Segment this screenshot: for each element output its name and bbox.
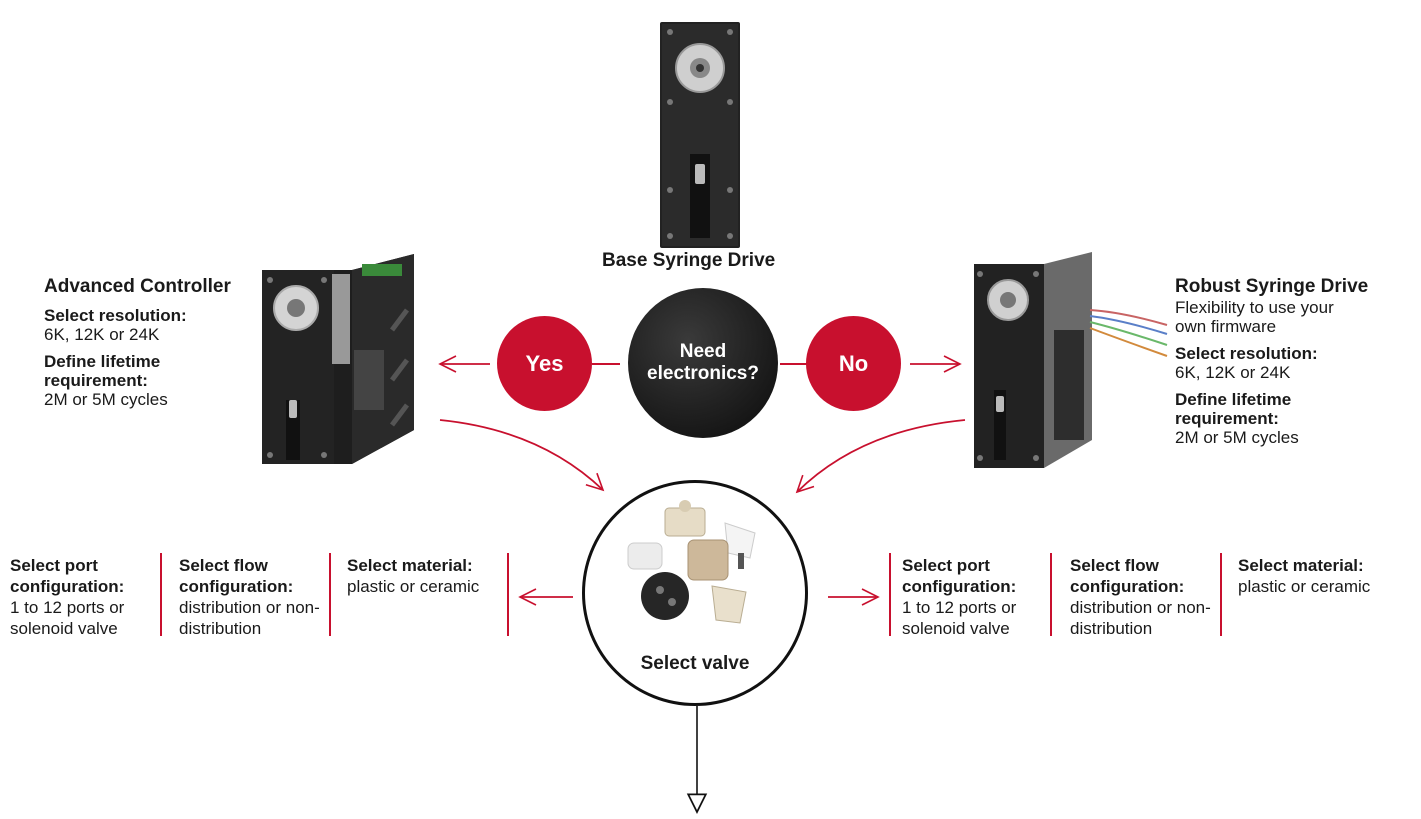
option-value: distribution or non-distribution — [1070, 598, 1211, 638]
robust-intro: Flexibility to use your own firmware — [1175, 298, 1334, 336]
question-label: Need electronics? — [647, 341, 759, 384]
option-value: distribution or non-distribution — [179, 598, 320, 638]
spec-value: 2M or 5M cycles — [44, 390, 168, 409]
spec-heading: Select resolution: — [1175, 344, 1318, 363]
option-heading: Select flow configuration: — [1070, 556, 1185, 596]
yes-label: Yes — [525, 350, 564, 376]
spec-heading: Define lifetime requirement: — [44, 352, 161, 390]
right-option-port: Select port configuration: 1 to 12 ports… — [902, 555, 1048, 639]
valve-label: Select valve — [640, 653, 750, 674]
option-value: plastic or ceramic — [1238, 577, 1371, 596]
option-heading: Select material: — [1238, 556, 1364, 575]
no-circle: No — [806, 316, 901, 411]
spec-heading: Define lifetime requirement: — [1175, 390, 1292, 428]
option-heading: Select flow configuration: — [179, 556, 294, 596]
option-value: 1 to 12 ports or solenoid valve — [10, 598, 125, 638]
valves-photo — [627, 500, 756, 624]
spec-value: 6K, 12K or 24K — [44, 325, 160, 344]
question-circle: Need electronics? — [628, 288, 778, 438]
no-label: No — [838, 350, 869, 376]
right-curve-arrow — [795, 419, 966, 494]
option-heading: Select material: — [347, 556, 473, 575]
option-value: plastic or ceramic — [347, 577, 480, 596]
option-value: 1 to 12 ports or solenoid valve — [902, 598, 1017, 638]
left-option-material: Select material: plastic or ceramic — [347, 555, 507, 597]
spec-heading: Select resolution: — [44, 306, 187, 325]
advanced-controller-info: Advanced Controller Select resolution: 6… — [44, 276, 254, 409]
left-option-flow: Select flow configuration: distribution … — [179, 555, 325, 639]
left-curve-arrow — [439, 419, 605, 492]
advanced-controller-photo — [262, 254, 414, 464]
option-heading: Select port configuration: — [902, 556, 1017, 596]
advanced-controller-title: Advanced Controller — [44, 276, 231, 297]
robust-syringe-drive-title: Robust Syringe Drive — [1175, 276, 1369, 297]
base-syringe-drive-title: Base Syringe Drive — [602, 250, 776, 271]
robust-syringe-drive-info: Robust Syringe Drive Flexibility to use … — [1175, 276, 1385, 447]
option-heading: Select port configuration: — [10, 556, 125, 596]
left-option-port: Select port configuration: 1 to 12 ports… — [10, 555, 156, 639]
base-syringe-drive-photo — [660, 22, 740, 248]
right-option-flow: Select flow configuration: distribution … — [1070, 555, 1216, 639]
spec-value: 6K, 12K or 24K — [1175, 363, 1291, 382]
right-option-material: Select material: plastic or ceramic — [1238, 555, 1408, 597]
spec-value: 2M or 5M cycles — [1175, 428, 1299, 447]
yes-circle: Yes — [497, 316, 592, 411]
robust-syringe-drive-photo — [974, 252, 1168, 468]
